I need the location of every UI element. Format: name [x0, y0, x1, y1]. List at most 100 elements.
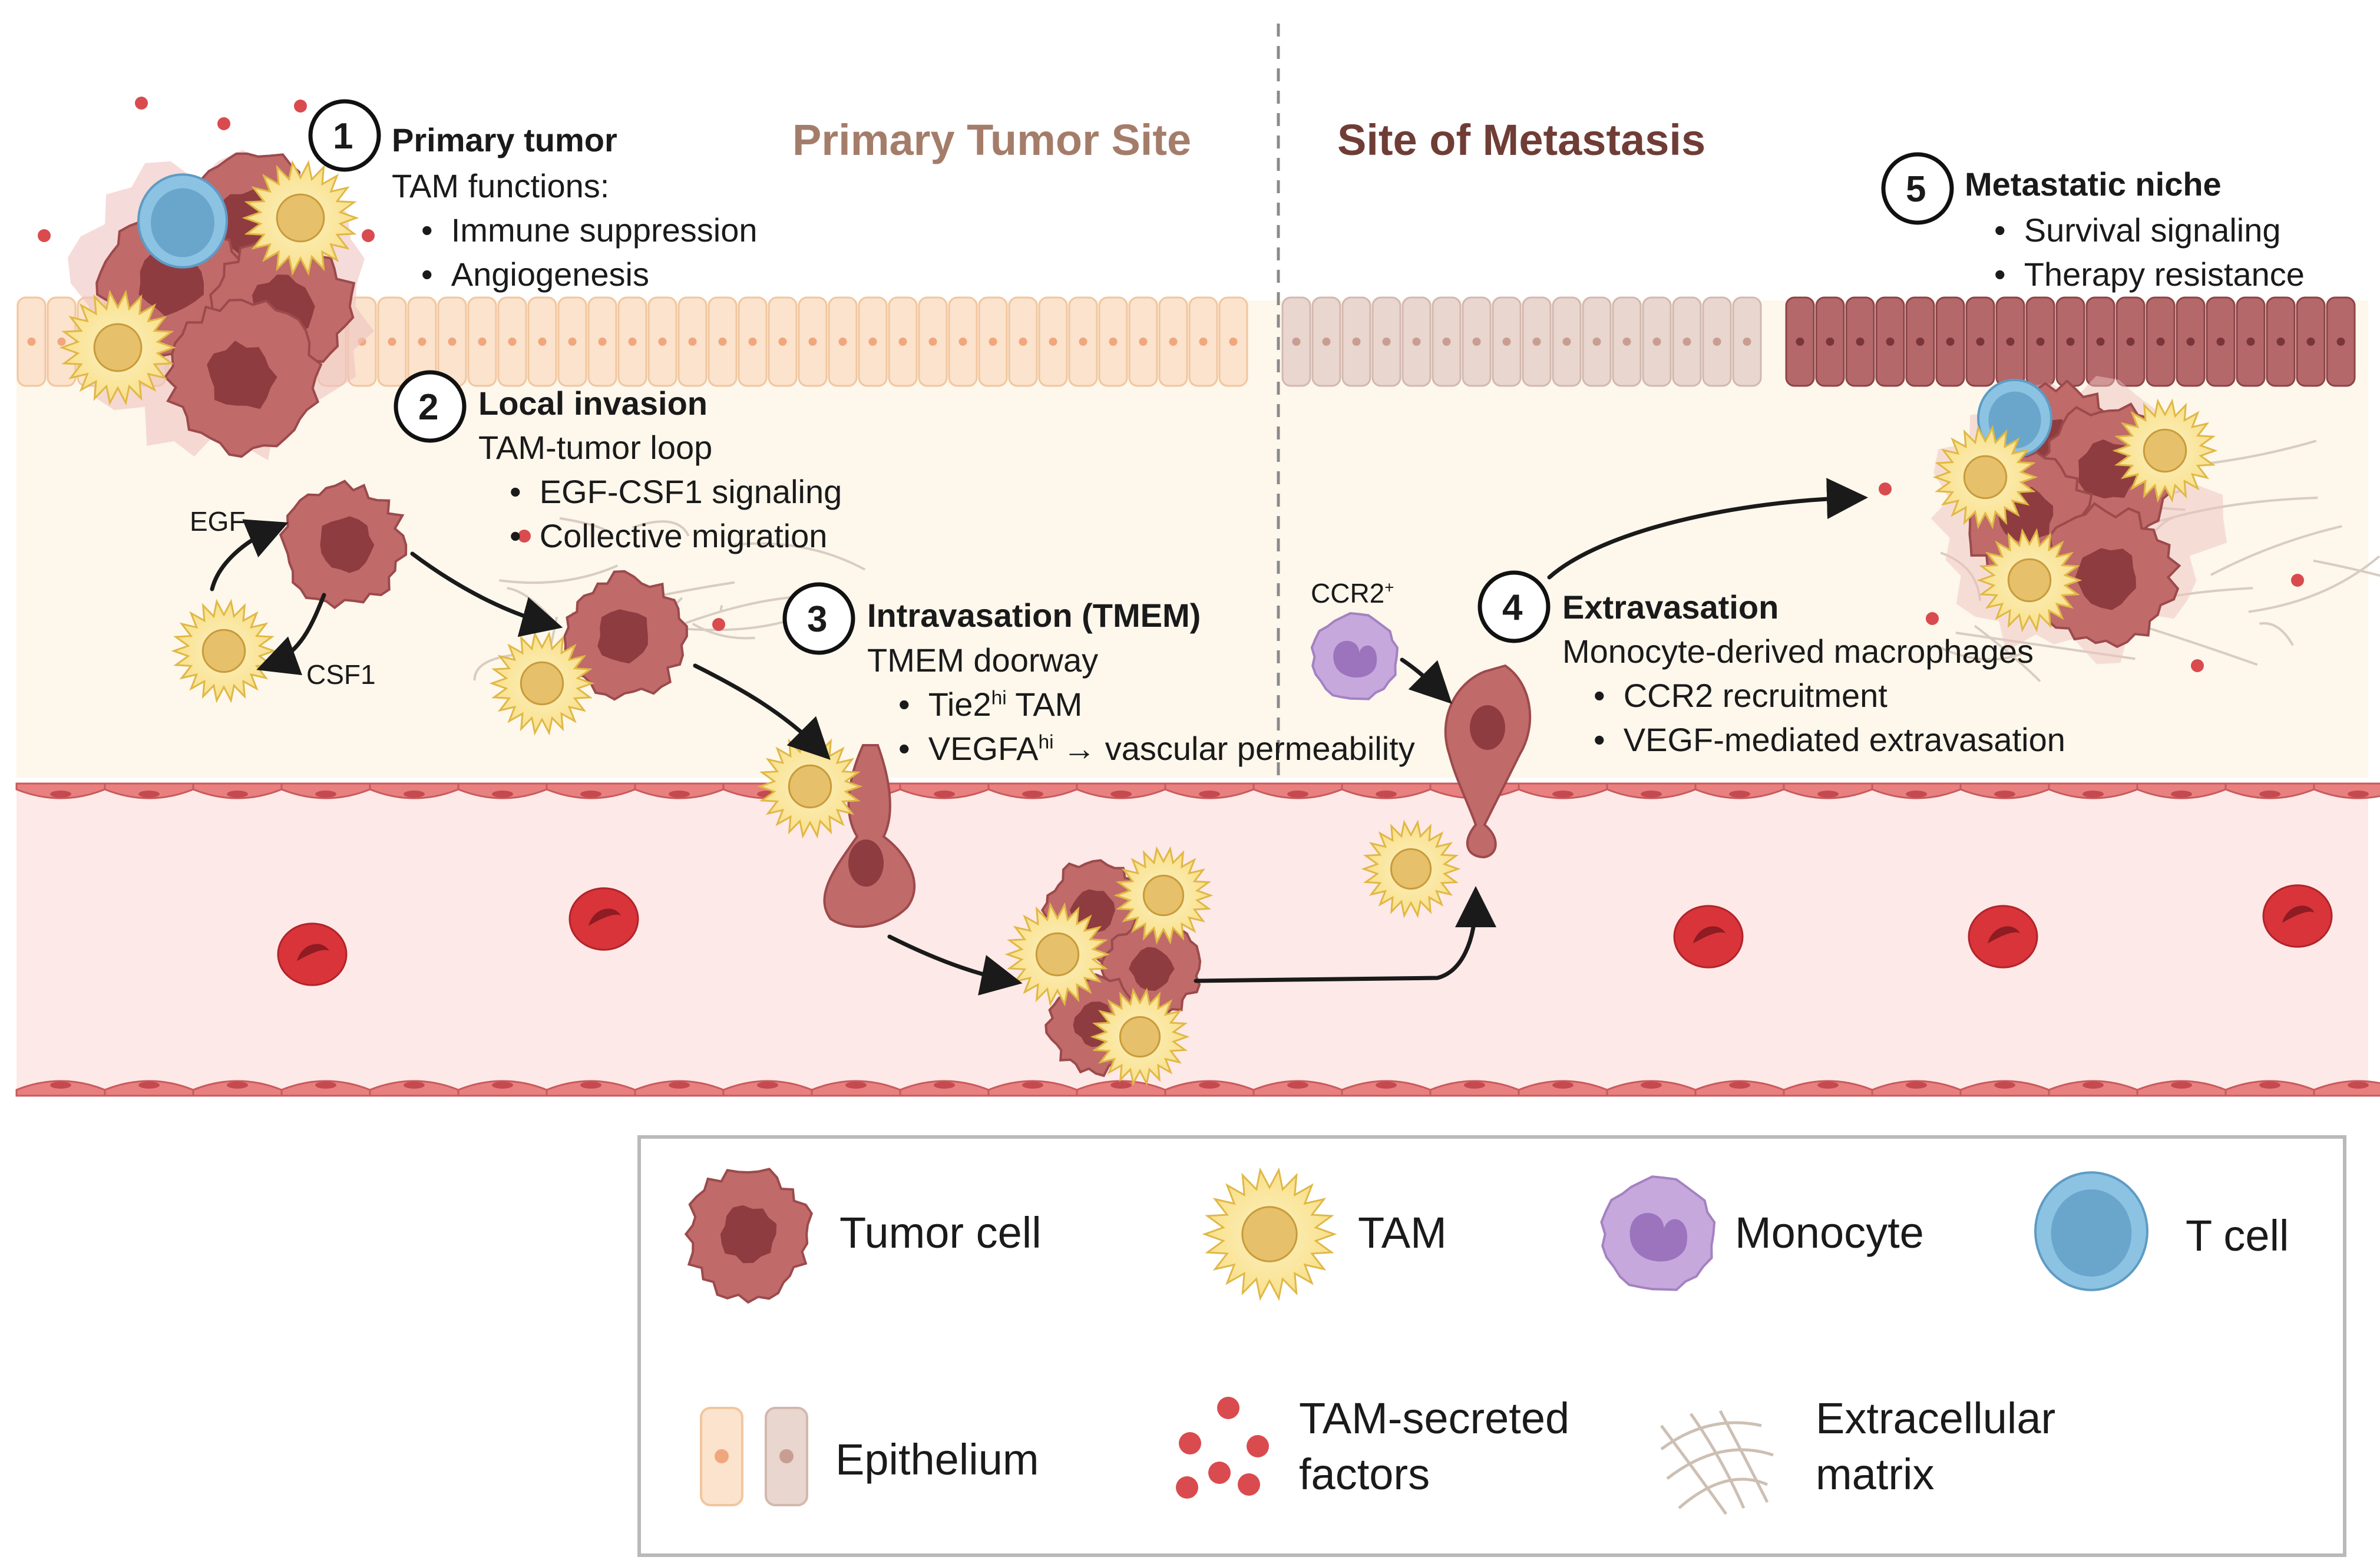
endothelial-cell	[1871, 782, 1962, 799]
epithelium-icon	[1371, 296, 1401, 387]
epithelium-icon	[1008, 296, 1038, 387]
red-blood-cells	[277, 884, 2333, 986]
epithelium-icon	[1815, 296, 1845, 387]
monocyte-icon	[1310, 611, 1399, 700]
epithelium-icon	[1935, 296, 1965, 387]
epithelium-icon	[527, 296, 557, 387]
step-5-bullet-2: • Therapy resistance	[1994, 256, 2305, 293]
secreted-factors-icon	[1176, 1397, 1269, 1499]
endothelial-cell	[2136, 1080, 2227, 1097]
epithelium-icon	[1401, 296, 1432, 387]
epithelium-icon	[1845, 296, 1875, 387]
endothelial-cell	[1164, 782, 1255, 799]
endothelial-cell	[2224, 782, 2315, 799]
epithelium-icon	[2146, 296, 2176, 387]
step-3-subtitle: TMEM doorway	[867, 642, 1099, 679]
tam-icon	[1004, 902, 1110, 1007]
secreted-factor-dot	[712, 618, 725, 631]
epithelium-icon	[700, 1407, 743, 1506]
epithelium-icon	[677, 296, 708, 387]
legend-monocyte-label: Monocyte	[1735, 1208, 1924, 1257]
tam-icon	[1090, 987, 1190, 1086]
step-2-number: 2	[418, 387, 439, 428]
step-5-bullet-1: • Survival signaling	[1994, 211, 2281, 249]
epithelium-icon	[828, 296, 858, 387]
epithelium-icon	[2055, 296, 2085, 387]
epithelium-icon	[1462, 296, 1492, 387]
epithelium-icon	[858, 296, 888, 387]
red-blood-cell-icon	[568, 887, 639, 951]
secreted-factor-dot	[2191, 659, 2204, 672]
endothelial-cell	[722, 1080, 813, 1097]
epithelium-icon	[1068, 296, 1098, 387]
epithelium-icon	[16, 296, 47, 387]
step-1-number: 1	[333, 116, 353, 157]
arrow-icon	[1400, 657, 1452, 704]
legend-t-cell-label: T cell	[2186, 1211, 2289, 1260]
endothelial-cell	[2313, 782, 2380, 799]
step-3-title: Intravasation (TMEM)	[867, 597, 1201, 634]
step-4-circle	[1477, 570, 1551, 643]
csf1-label: CSF1	[306, 659, 376, 690]
step-4-number: 4	[1502, 587, 1523, 628]
endothelial-cell	[1694, 782, 1785, 799]
epithelium-icon	[1281, 296, 1311, 387]
step-1-bullet-1: • Immune suppression	[421, 211, 758, 249]
step-1-title: Primary tumor	[392, 121, 617, 158]
epithelium-icon	[1158, 296, 1188, 387]
step-3-number: 3	[807, 599, 828, 640]
arrow-icon	[256, 593, 326, 676]
tam-icon	[2112, 398, 2218, 503]
tam-icon	[171, 599, 277, 703]
tam-secreted-factors	[38, 97, 2304, 672]
epithelium-icon	[1522, 296, 1552, 387]
arrow-icon	[693, 663, 831, 760]
epithelium-icon	[1875, 296, 1905, 387]
endothelial-cell	[2313, 1080, 2380, 1097]
tumor-cell-icon	[279, 480, 408, 610]
endothelial-cell	[369, 1080, 460, 1097]
arrow-icon	[887, 934, 1023, 996]
epithelium-icon	[1905, 296, 1935, 387]
t-cell-icon	[2034, 1171, 2148, 1291]
epithelium-icon	[1672, 296, 1702, 387]
tam-icon	[1202, 1167, 1337, 1301]
epithelium-icon	[1311, 296, 1341, 387]
endothelial-cell	[104, 1080, 194, 1097]
red-blood-cell-icon	[1968, 905, 2038, 968]
epithelium-icon	[587, 296, 617, 387]
step-3-bullet-1: • Tie2hi TAM	[898, 686, 1083, 723]
tam-icon	[1361, 819, 1461, 918]
endothelial-cell	[634, 782, 725, 799]
epithelium-icon	[1785, 296, 1815, 387]
tam-icon	[242, 160, 359, 276]
epithelium-metastasis	[1281, 296, 1762, 387]
tam-icon	[1976, 528, 2082, 633]
secreted-factor-dot	[1926, 612, 1939, 625]
egf-label: EGF	[190, 506, 246, 537]
epithelium-icon	[2296, 296, 2326, 387]
step-4-bullet-1: • CCR2 recruitment	[1594, 677, 1888, 714]
epithelium-icon	[467, 296, 497, 387]
step-3-bullet-2: • VEGFAhi → vascular permeability	[898, 730, 1415, 767]
epithelium-icon	[1341, 296, 1371, 387]
secreted-factor-dot	[518, 530, 531, 543]
ccr2-label: CCR2+	[1311, 578, 1394, 609]
legend-ecm-label-2: matrix	[1816, 1450, 1935, 1499]
epithelium-icon	[2085, 296, 2115, 387]
epithelium-icon	[1995, 296, 2025, 387]
epithelium-icon	[377, 296, 407, 387]
epithelium-icon	[1552, 296, 1582, 387]
endothelial-cell	[1252, 782, 1343, 799]
epithelium-icon	[1038, 296, 1068, 387]
epithelium-icon	[617, 296, 647, 387]
endothelial-cell	[1783, 782, 1873, 799]
epithelium-icon	[1128, 296, 1158, 387]
epithelium-icon	[1432, 296, 1462, 387]
extracellular-matrix-icon	[1660, 1410, 1774, 1515]
vessel-wall-bottom	[15, 1080, 2380, 1097]
red-blood-cell-icon	[1673, 905, 1744, 968]
step-2-bullet-2: • Collective migration	[510, 517, 828, 554]
epithelium-icon	[47, 296, 77, 387]
tumor-cell-icon	[823, 744, 916, 928]
